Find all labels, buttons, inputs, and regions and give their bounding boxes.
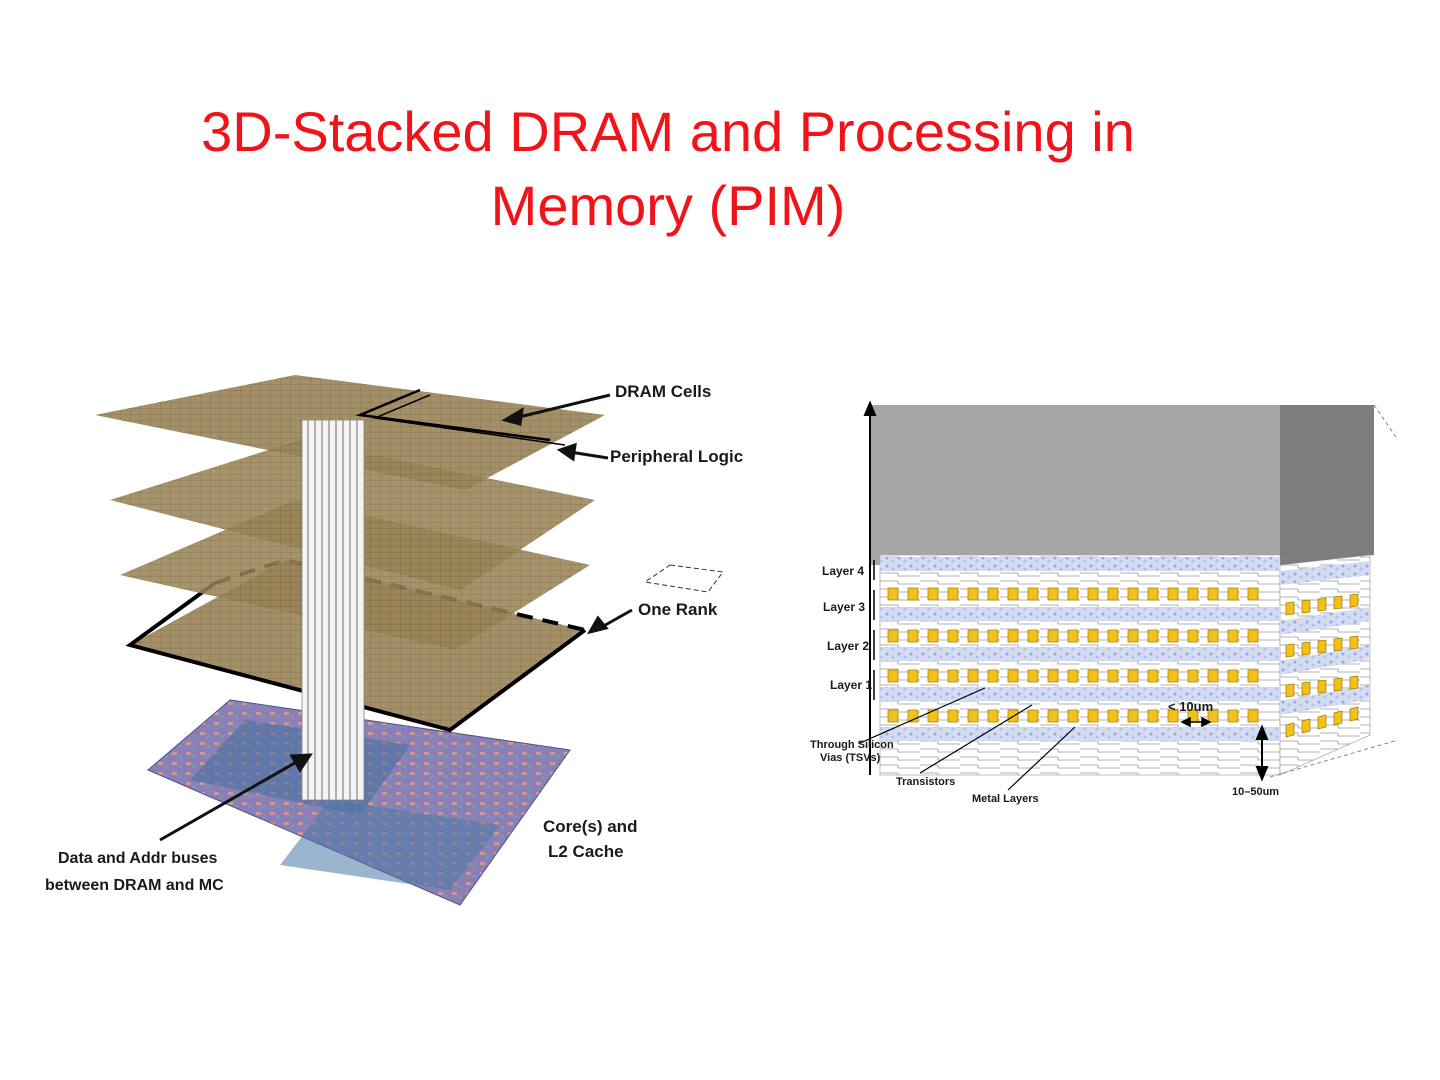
svg-text:Layer 3: Layer 3 <box>823 600 865 614</box>
tsv-column <box>301 419 365 801</box>
label-layer-2: Layer 2 <box>827 639 869 653</box>
svg-text:Peripheral Logic: Peripheral Logic <box>610 447 743 466</box>
svg-text:DRAM Cells: DRAM Cells <box>615 382 711 401</box>
label-peripheral-logic: Peripheral Logic <box>610 447 743 466</box>
label-layer-3: Layer 3 <box>823 600 865 614</box>
pointer-transistors <box>919 704 1033 774</box>
label-thickness: 10–50um <box>1232 786 1279 798</box>
label-dram-cells: DRAM Cells <box>615 382 711 401</box>
pointer-metal-layers <box>1007 726 1076 791</box>
svg-text:L2 Cache: L2 Cache <box>548 842 624 861</box>
label-pitch: < 10um <box>1168 699 1213 714</box>
bulk-silicon-front <box>870 405 1280 565</box>
svg-text:Transistors: Transistors <box>896 776 955 788</box>
svg-text:Through Silicon: Through Silicon <box>810 739 894 751</box>
dram-cell-region <box>372 394 566 446</box>
arrow-buses <box>159 758 301 842</box>
thickness-arrow <box>1255 724 1269 782</box>
label-layer-4: Layer 4 <box>822 564 864 578</box>
svg-text:Layer 2: Layer 2 <box>827 639 869 653</box>
title-line-1: 3D-Stacked DRAM and Processing in <box>201 100 1135 163</box>
label-transistors: Transistors <box>896 776 955 788</box>
label-core-line-2: L2 Cache <box>548 842 624 861</box>
label-tsv-line-2: Vias (TSVs) <box>820 752 881 764</box>
stacked-dram-figure: DRAM Cells Peripheral Logic One Rank Dat… <box>45 375 743 906</box>
svg-text:10–50um: 10–50um <box>1232 786 1279 798</box>
svg-text:Data and Addr buses: Data and Addr buses <box>58 850 218 867</box>
svg-text:between DRAM and MC: between DRAM and MC <box>45 877 224 894</box>
svg-text:Metal Layers: Metal Layers <box>972 793 1039 805</box>
svg-text:Vias (TSVs): Vias (TSVs) <box>820 752 881 764</box>
svg-text:Layer 4: Layer 4 <box>822 564 864 578</box>
rank-icon <box>643 564 724 593</box>
bulk-silicon-side <box>1280 405 1374 565</box>
perspective-line-top <box>1373 404 1399 441</box>
label-metal-layers: Metal Layers <box>972 793 1039 805</box>
label-layer-1: Layer 1 <box>830 678 872 692</box>
label-buses-line-2: between DRAM and MC <box>45 877 224 894</box>
perspective-line-bottom <box>1269 739 1399 778</box>
rank-outline-solid <box>125 581 587 733</box>
layer-stack-figure: Layer 4 Layer 3 Layer 2 Layer 1 Through … <box>810 400 1399 805</box>
svg-text:Core(s) and: Core(s) and <box>543 817 637 836</box>
height-arrow <box>863 400 877 775</box>
arrow-dram-cells <box>514 393 611 420</box>
label-tsv-line-1: Through Silicon <box>810 739 894 751</box>
slide-title: 3D-Stacked DRAM and Processing in Memory… <box>60 95 1276 243</box>
label-one-rank: One Rank <box>638 600 718 619</box>
peripheral-logic-strip <box>355 388 551 442</box>
svg-text:Layer 1: Layer 1 <box>830 678 872 692</box>
svg-text:< 10um: < 10um <box>1168 699 1213 714</box>
pointer-tsv <box>859 687 986 744</box>
pitch-arrow <box>1180 716 1212 728</box>
stack-front-face <box>879 554 1281 776</box>
label-core-line-1: Core(s) and <box>543 817 637 836</box>
label-buses-line-1: Data and Addr buses <box>58 850 218 867</box>
die-cache-region <box>280 800 500 890</box>
title-line-2: Memory (PIM) <box>490 174 846 237</box>
arrow-peripheral-logic <box>569 450 609 460</box>
svg-text:One Rank: One Rank <box>638 600 718 619</box>
